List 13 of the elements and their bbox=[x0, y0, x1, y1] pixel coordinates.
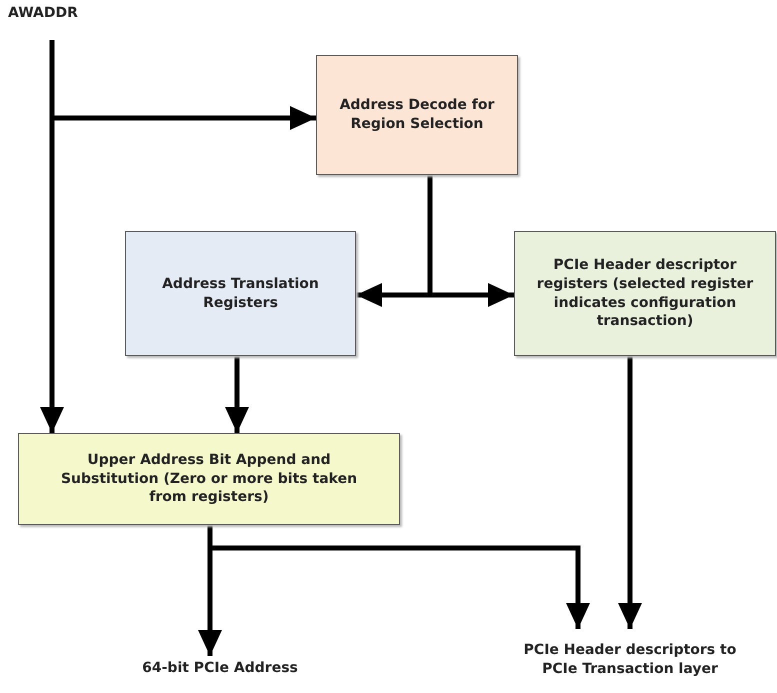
process-box bbox=[514, 231, 776, 356]
box-label: Address Decode for Region Selection bbox=[338, 96, 496, 134]
box-label: PCIe Header descriptor registers (selected register indicates configuration transaction) bbox=[536, 256, 754, 332]
box-label: Address Translation Registers bbox=[161, 274, 320, 312]
arrow bbox=[618, 356, 642, 629]
box-label: Upper Address Bit Append and Substitution (Zero or more bits taken from registers) bbox=[60, 450, 358, 508]
arrow bbox=[225, 356, 249, 433]
output-label-text: 64-bit PCIe Address bbox=[110, 656, 330, 680]
process-box bbox=[18, 433, 400, 525]
signal-label-text: AWADDR bbox=[8, 4, 98, 40]
process-box bbox=[125, 231, 356, 356]
output-label-text: PCIe Header descriptors to PCIe Transaction layer bbox=[510, 629, 750, 691]
process-box bbox=[316, 55, 518, 175]
